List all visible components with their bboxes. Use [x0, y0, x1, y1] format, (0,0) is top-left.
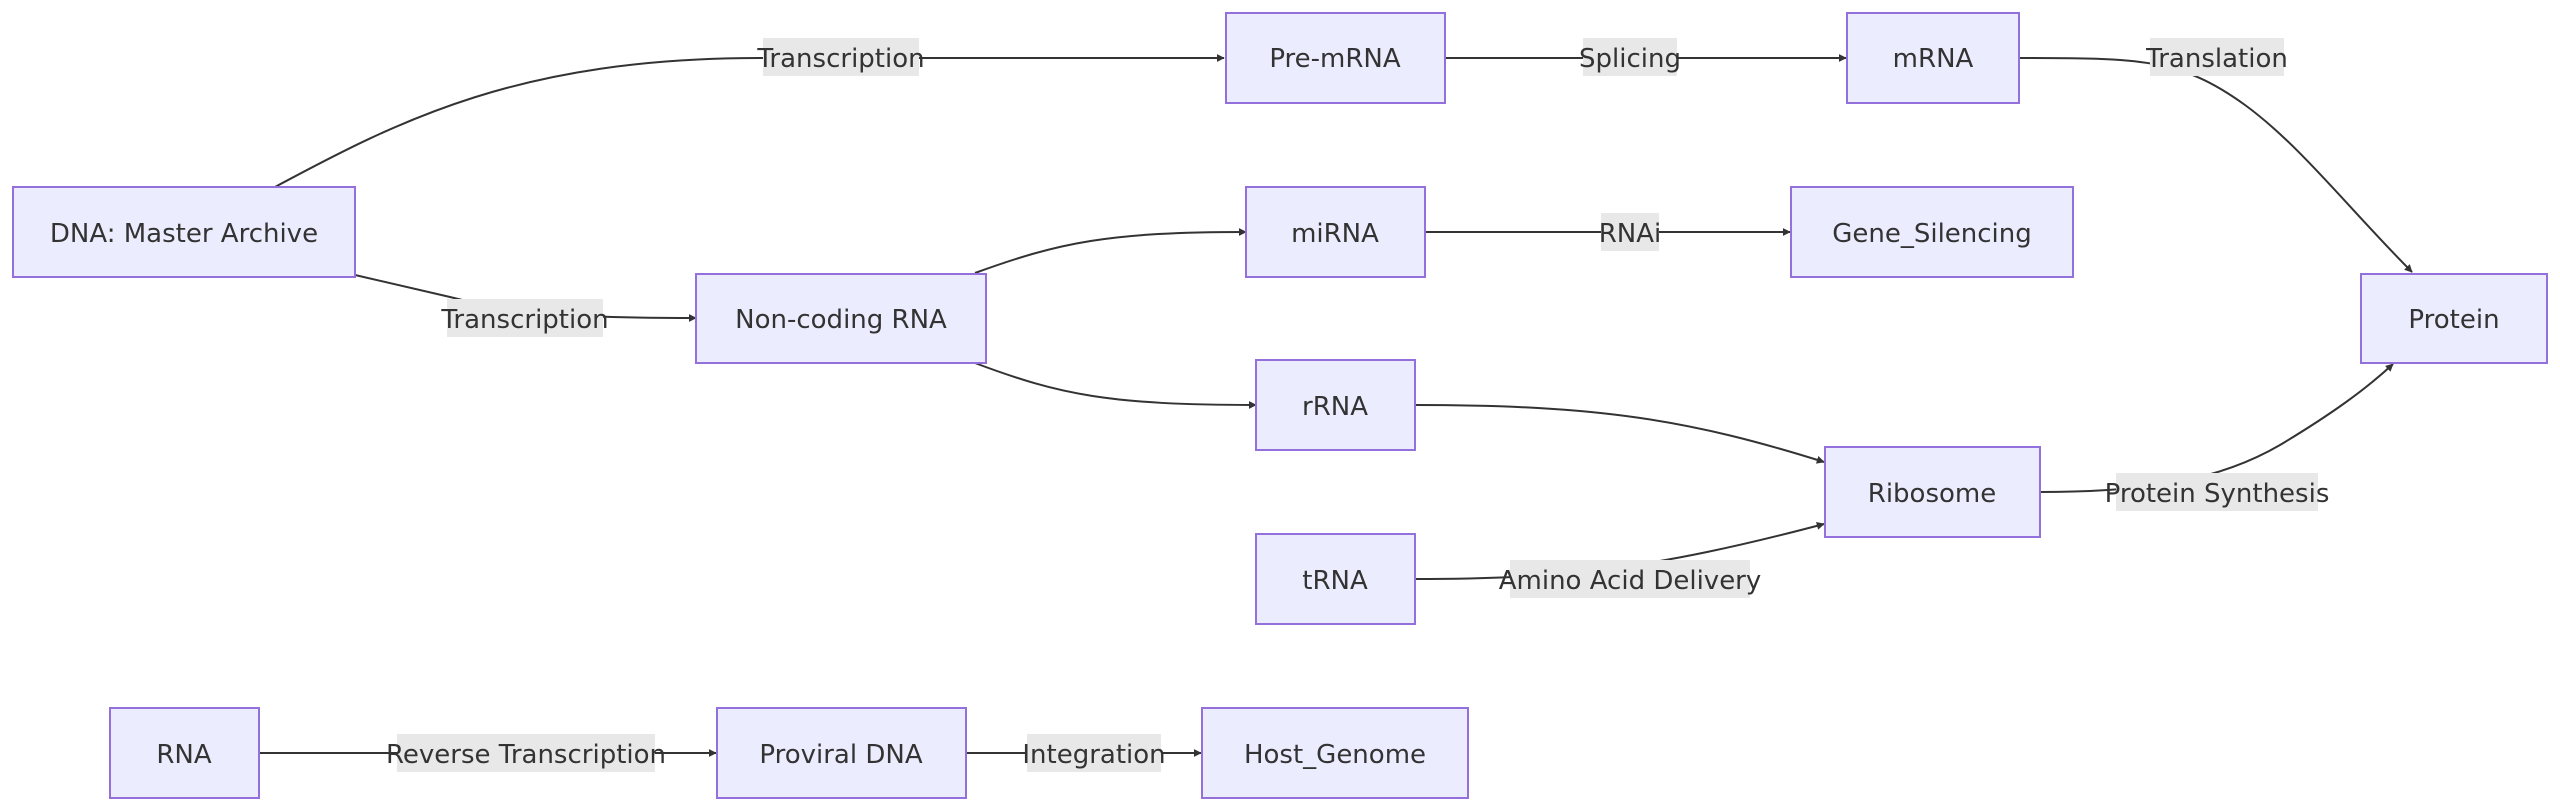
edge-ncrna-to-mirna	[974, 228, 1247, 274]
edge-label-amino-acid-delivery: Amino Acid Delivery	[1499, 560, 1762, 598]
node-ribosome: Ribosome	[1824, 446, 2041, 538]
svg-text:rRNA: rRNA	[1302, 392, 1368, 422]
node-pre-mrna: Pre-mRNA	[1225, 12, 1446, 104]
svg-text:RNAi: RNAi	[1599, 219, 1662, 249]
node-rna: RNA	[109, 707, 260, 799]
node-mrna: mRNA	[1846, 12, 2020, 104]
svg-text:Reverse Transcription: Reverse Transcription	[386, 740, 666, 770]
node-trna: tRNA	[1255, 533, 1416, 625]
edge-label-protein-synthesis: Protein Synthesis	[2105, 473, 2330, 511]
node-protein: Protein	[2360, 273, 2548, 364]
node-proviral-dna: Proviral DNA	[716, 707, 967, 799]
svg-text:Protein: Protein	[2408, 305, 2499, 335]
svg-text:tRNA: tRNA	[1302, 566, 1368, 596]
svg-text:miRNA: miRNA	[1291, 219, 1379, 249]
svg-text:Ribosome: Ribosome	[1868, 479, 1996, 509]
edge-label-transcription-top: Transcription	[756, 38, 925, 76]
svg-text:DNA: Master Archive: DNA: Master Archive	[50, 219, 318, 249]
svg-text:Proviral DNA: Proviral DNA	[759, 740, 922, 770]
svg-text:RNA: RNA	[156, 740, 212, 770]
edge-label-integration: Integration	[1022, 734, 1166, 772]
svg-text:Gene_Silencing: Gene_Silencing	[1832, 219, 2032, 249]
edge-label-transcription-ncrna: Transcription	[440, 299, 609, 337]
edge-mrna-to-protein	[2018, 57, 2413, 273]
node-gene-silencing: Gene_Silencing	[1790, 186, 2074, 278]
svg-text:Pre-mRNA: Pre-mRNA	[1269, 44, 1401, 74]
edge-label-translation: Translation	[2145, 38, 2288, 76]
svg-text:Host_Genome: Host_Genome	[1244, 740, 1426, 770]
svg-text:Splicing: Splicing	[1579, 44, 1681, 74]
svg-text:mRNA: mRNA	[1893, 44, 1974, 74]
svg-text:Protein Synthesis: Protein Synthesis	[2105, 479, 2330, 509]
node-rrna: rRNA	[1255, 359, 1416, 451]
svg-text:Non-coding RNA: Non-coding RNA	[735, 305, 947, 335]
node-non-coding-rna: Non-coding RNA	[695, 273, 987, 364]
svg-text:Transcription: Transcription	[440, 305, 608, 335]
svg-text:Integration: Integration	[1022, 740, 1165, 770]
node-host-genome: Host_Genome	[1201, 707, 1469, 799]
edge-label-reverse-transcription: Reverse Transcription	[386, 734, 666, 772]
edge-ribosome-to-protein	[2039, 363, 2394, 493]
node-mirna: miRNA	[1245, 186, 1426, 278]
svg-text:Amino Acid Delivery: Amino Acid Delivery	[1499, 566, 1762, 596]
edge-ncrna-to-rrna	[974, 362, 1257, 409]
edge-label-splicing: Splicing	[1579, 38, 1681, 76]
edge-label-rnai: RNAi	[1599, 213, 1662, 251]
svg-text:Translation: Translation	[2145, 44, 2288, 74]
edge-rrna-to-ribosome	[1414, 404, 1825, 464]
edge-dna-to-pre-mrna	[274, 54, 1225, 188]
node-dna-master-archive: DNA: Master Archive	[12, 186, 356, 278]
svg-text:Transcription: Transcription	[756, 44, 924, 74]
